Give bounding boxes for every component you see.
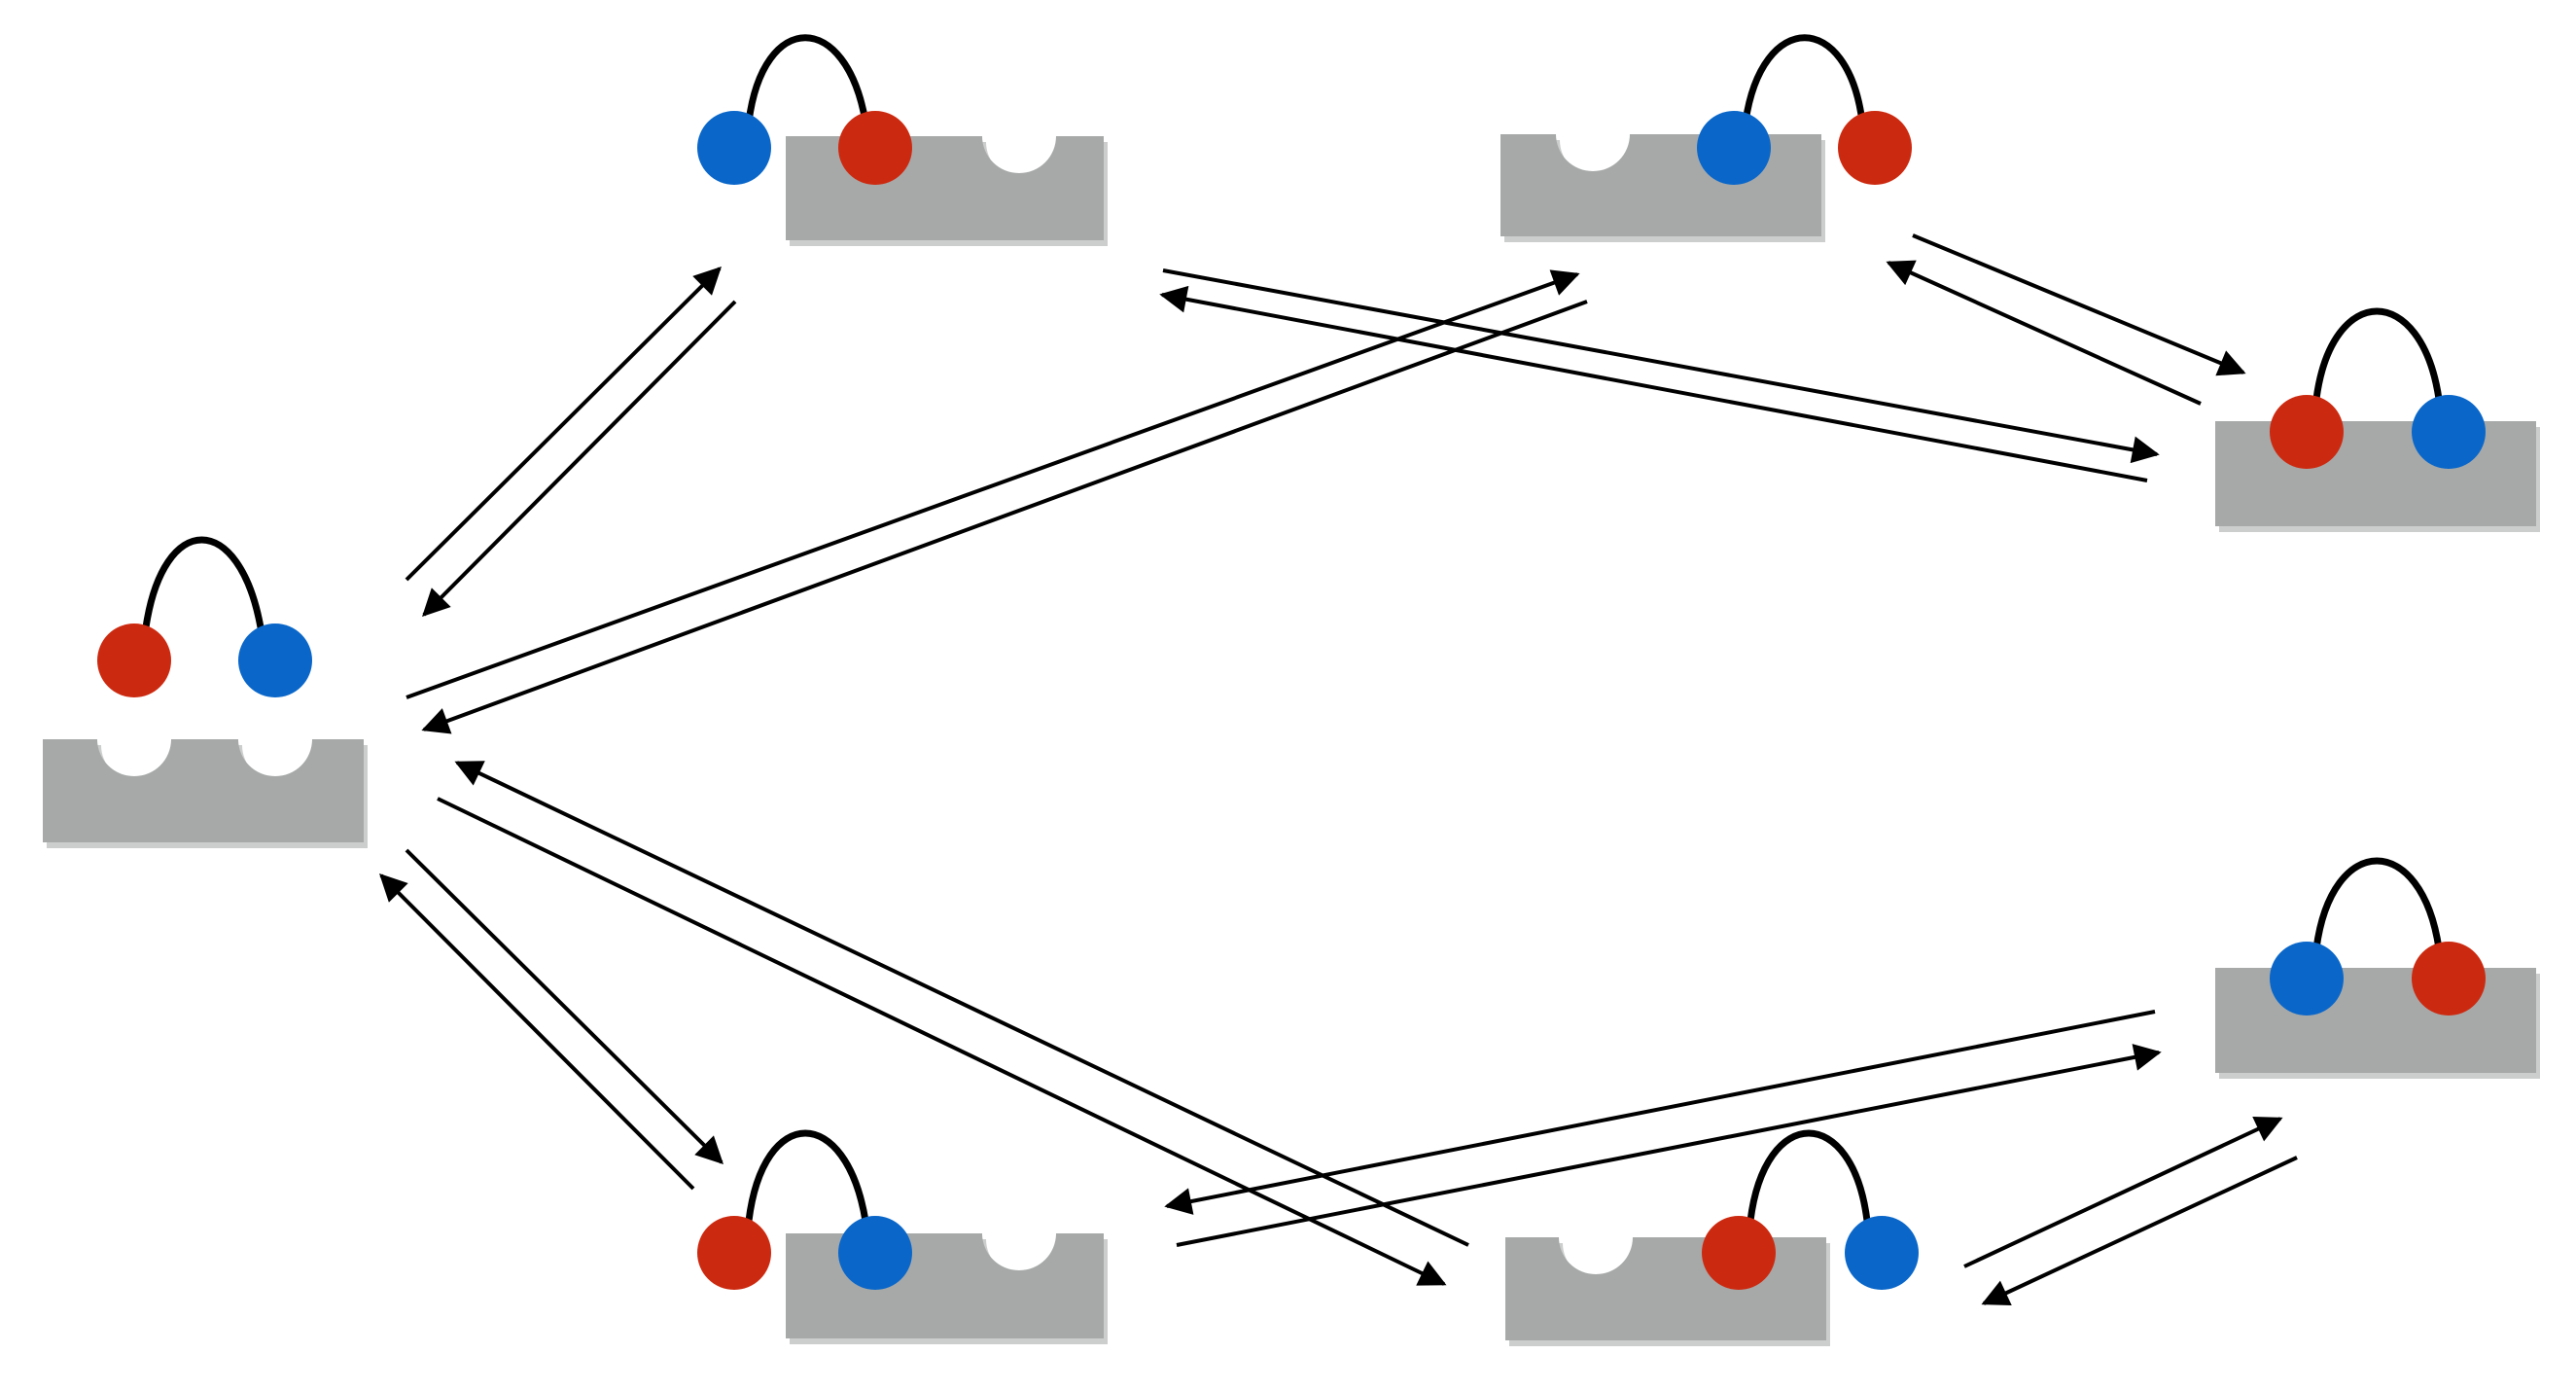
red-sphere	[2270, 395, 2344, 469]
arrow-reverse	[421, 300, 1588, 734]
state-blue-bound-right-site	[1500, 34, 1912, 242]
substrate-block	[2215, 421, 2536, 526]
arrow-reverse	[422, 300, 737, 617]
blue-sphere	[2412, 395, 2486, 469]
tethered-ligand	[97, 536, 312, 697]
blue-sphere	[2270, 942, 2344, 1016]
red-sphere	[2412, 942, 2486, 1016]
tether	[142, 536, 265, 631]
substrate-block	[43, 739, 364, 842]
arrow-reverse	[454, 761, 1469, 1247]
tether	[745, 1129, 869, 1225]
arrow-reverse	[1159, 285, 2148, 482]
arrow-reverse	[1981, 1156, 2298, 1306]
red-sphere	[838, 111, 912, 185]
red-sphere	[1838, 111, 1912, 185]
arrow-forward	[405, 267, 722, 582]
state-unbound	[43, 536, 368, 848]
substrate-block	[786, 1233, 1104, 1338]
red-sphere	[97, 624, 171, 697]
substrate-block	[2215, 968, 2536, 1073]
tether	[1742, 34, 1866, 125]
blue-sphere	[1845, 1216, 1919, 1290]
arrow-forward	[1963, 1116, 2283, 1268]
state-both-bound-blue-left-red-right	[2215, 857, 2540, 1079]
tether	[2312, 307, 2443, 403]
arrow-reverse	[379, 873, 695, 1191]
arrow-forward	[437, 797, 1447, 1286]
arrow-forward	[405, 848, 723, 1164]
blue-sphere	[697, 111, 771, 185]
substrate	[43, 739, 368, 848]
arrow-forward	[406, 269, 1580, 699]
red-sphere	[697, 1216, 771, 1290]
arrow-forward	[1162, 268, 2160, 464]
blue-sphere	[238, 624, 312, 697]
blue-sphere	[838, 1216, 912, 1290]
arrow-reverse	[1164, 1010, 2156, 1215]
arrow-reverse	[1886, 260, 2202, 406]
state-red-bound-left-site	[697, 34, 1108, 246]
arrow-forward	[1912, 233, 2246, 376]
substrate-block	[1505, 1237, 1826, 1340]
tether	[745, 34, 869, 125]
tether	[2312, 857, 2443, 952]
state-red-bound-right-site	[1505, 1129, 1919, 1346]
state-blue-bound-left-site	[697, 1129, 1108, 1344]
substrate-block	[1500, 134, 1821, 236]
substrate-block	[786, 136, 1104, 240]
arrow-forward	[1176, 1044, 2162, 1247]
tether	[1747, 1129, 1871, 1225]
red-sphere	[1702, 1216, 1776, 1290]
transition-arrows	[379, 233, 2298, 1306]
blue-sphere	[1697, 111, 1771, 185]
state-both-bound-red-left-blue-right	[2215, 307, 2540, 532]
